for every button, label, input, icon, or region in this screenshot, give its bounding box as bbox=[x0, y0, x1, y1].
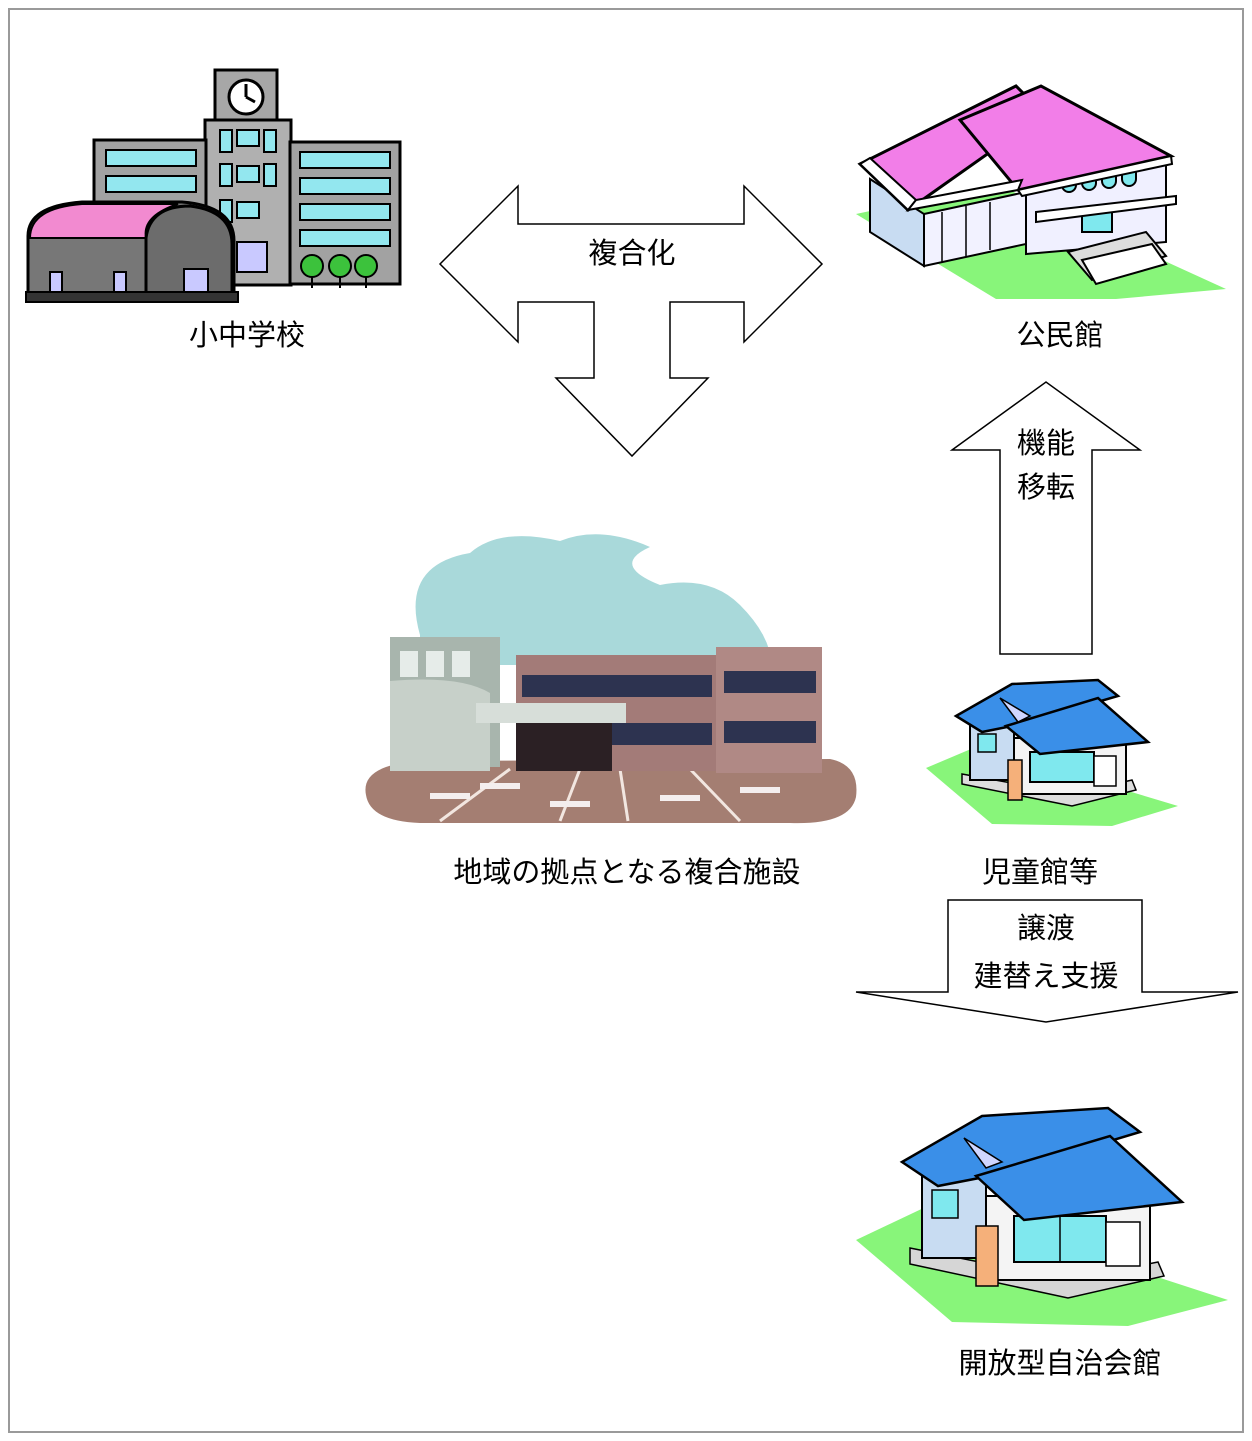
school-label: 小中学校 bbox=[188, 318, 306, 352]
handover-down-arrow-icon bbox=[855, 899, 1239, 1023]
school-building-icon bbox=[25, 68, 402, 303]
handover-arrow-line2: 建替え支援 bbox=[973, 959, 1119, 993]
handover-arrow-line1: 譲渡 bbox=[1016, 911, 1076, 945]
transfer-arrow-line2: 移転 bbox=[1016, 470, 1076, 504]
community-hall-icon bbox=[856, 84, 1226, 299]
transfer-up-arrow-icon bbox=[949, 381, 1143, 655]
children-hall-icon bbox=[926, 678, 1178, 826]
diagram-frame bbox=[8, 8, 1244, 1433]
complex-facility-label: 地域の拠点となる複合施設 bbox=[453, 855, 801, 889]
transfer-arrow-line1: 機能 bbox=[1016, 426, 1076, 460]
children-hall-label: 児童館等 bbox=[981, 855, 1099, 889]
complex-facility-icon bbox=[365, 534, 857, 824]
open-community-center-icon bbox=[856, 1106, 1228, 1326]
community-hall-label: 公民館 bbox=[1016, 318, 1104, 352]
combine-arrow-icon bbox=[438, 184, 824, 458]
open-community-center-label: 開放型自治会館 bbox=[958, 1346, 1162, 1380]
combine-arrow-label: 複合化 bbox=[588, 236, 676, 270]
